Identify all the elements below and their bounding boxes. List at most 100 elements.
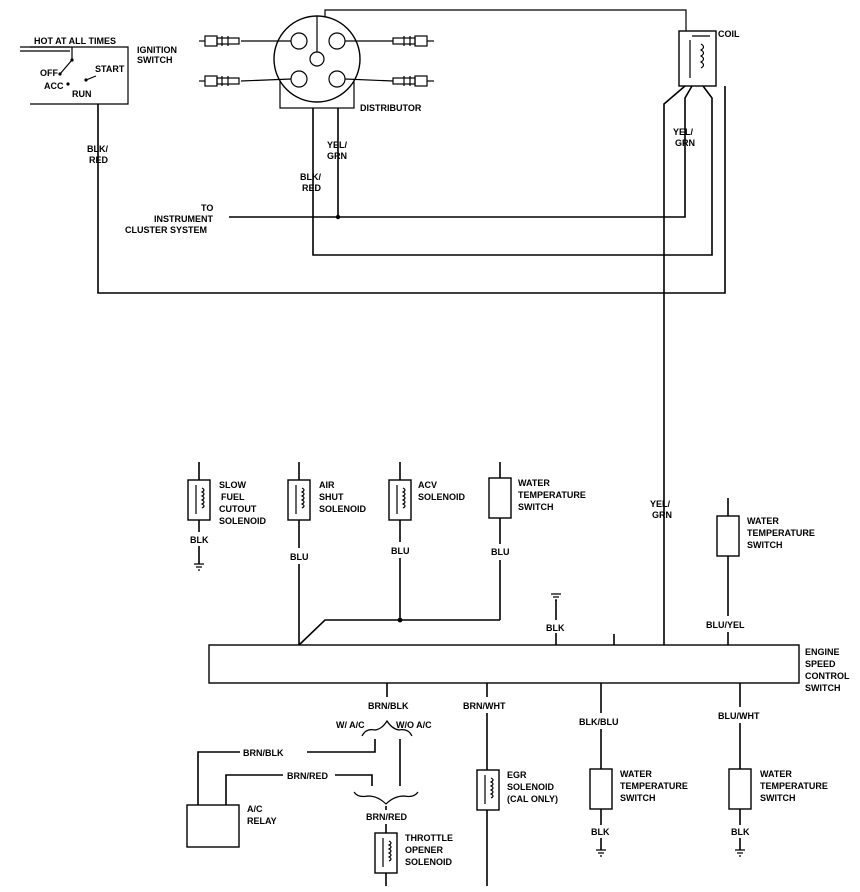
water-temp-right-label-3: SWITCH bbox=[747, 540, 783, 550]
water-temp-right-label-1: WATER bbox=[747, 516, 779, 526]
instrument-label: INSTRUMENT bbox=[154, 214, 213, 224]
brn-red-relay-wire bbox=[225, 774, 283, 805]
water-temperature-switch-right bbox=[716, 498, 740, 645]
throttle-label-3: SOLENOID bbox=[405, 857, 453, 867]
ac-relay-label-2: RELAY bbox=[247, 816, 277, 826]
yel-grn-label-dist-1: YEL/ bbox=[327, 140, 348, 150]
esc-label-3: CONTROL bbox=[805, 671, 850, 681]
brn-red-label-center: BRN/RED bbox=[366, 812, 408, 822]
yel-grn-label-low-2: GRN bbox=[652, 510, 672, 520]
engine-speed-control-switch bbox=[208, 644, 800, 684]
coil-high-tension-lead bbox=[324, 9, 687, 31]
spark-plug-icon bbox=[199, 35, 240, 47]
brn-blk-relay-wire bbox=[197, 751, 240, 805]
water-temp-top-label-3: SWITCH bbox=[518, 502, 554, 512]
spark-plug-icon bbox=[199, 75, 240, 87]
ignition-label: IGNITION bbox=[137, 45, 177, 55]
acv-label-1: ACV bbox=[418, 480, 437, 490]
blk-label-bottom-left: BLK bbox=[591, 827, 610, 837]
blk-red-label-left-2: RED bbox=[89, 155, 109, 165]
wo-ac-label: W/O A/C bbox=[396, 720, 432, 730]
brn-red-brace bbox=[353, 791, 419, 805]
brn-blk-label-center: BRN/BLK bbox=[368, 701, 409, 711]
off-label: OFF bbox=[40, 68, 58, 78]
coil-label: COIL bbox=[718, 29, 740, 39]
blu-label-acv: BLU bbox=[391, 546, 410, 556]
blk-red-label-dist-1: BLK/ bbox=[300, 172, 321, 182]
esc-label-2: SPEED bbox=[805, 659, 836, 669]
egr-label-3: (CAL ONLY) bbox=[507, 794, 558, 804]
water-temp-br-label-2: TEMPERATURE bbox=[760, 781, 828, 791]
run-label: RUN bbox=[72, 89, 92, 99]
slow-fuel-label-3: CUTOUT bbox=[219, 504, 257, 514]
instrument-to-label: TO bbox=[201, 203, 213, 213]
water-temp-br-label-3: SWITCH bbox=[760, 793, 796, 803]
yel-grn-label-low-1: YEL/ bbox=[650, 499, 671, 509]
brn-wht-label: BRN/WHT bbox=[463, 701, 506, 711]
egr-label-1: EGR bbox=[507, 770, 527, 780]
acv-label-2: SOLENOID bbox=[418, 492, 466, 502]
yel-grn-instrument-wire bbox=[338, 85, 693, 218]
air-shut-label-1: AIR bbox=[319, 480, 335, 490]
spark-plug-icon bbox=[392, 75, 434, 87]
air-shut-label-3: SOLENOID bbox=[319, 504, 367, 514]
water-temperature-switch-bottom-right bbox=[728, 683, 752, 857]
ac-relay bbox=[186, 804, 240, 848]
blu-wht-label: BLU/WHT bbox=[718, 711, 760, 721]
air-shut-label-2: SHUT bbox=[319, 492, 344, 502]
w-ac-brace bbox=[361, 719, 413, 737]
acc-label: ACC bbox=[44, 81, 64, 91]
w-ac-label: W/ A/C bbox=[336, 720, 365, 730]
blk-red-distributor-wire bbox=[312, 85, 713, 256]
blk-label-slow-fuel: BLK bbox=[190, 535, 209, 545]
blk-red-label-dist-2: RED bbox=[302, 183, 322, 193]
throttle-label-2: OPENER bbox=[405, 845, 444, 855]
blu-junction-wire bbox=[298, 619, 500, 646]
yel-grn-label-dist-2: GRN bbox=[327, 151, 347, 161]
throttle-opener-solenoid bbox=[374, 824, 398, 886]
blu-yel-label: BLU/YEL bbox=[706, 620, 745, 630]
ignition-switch: HOT AT ALL TIMES IGNITION SWITCH OFF ACC… bbox=[20, 36, 177, 105]
water-temperature-switch-top bbox=[488, 462, 512, 620]
throttle-label-1: THROTTLE bbox=[405, 833, 453, 843]
egr-solenoid bbox=[476, 769, 500, 811]
blu-label-water-top: BLU bbox=[491, 547, 510, 557]
cluster-system-label: CLUSTER SYSTEM bbox=[125, 225, 207, 235]
water-temp-bl-label-1: WATER bbox=[620, 769, 652, 779]
water-temp-br-label-1: WATER bbox=[760, 769, 792, 779]
blu-label-air-shut: BLU bbox=[290, 552, 309, 562]
brn-red-ac-wire bbox=[335, 774, 373, 786]
yel-grn-label-top-1: YEL/ bbox=[673, 127, 694, 137]
blk-blu-label: BLK/BLU bbox=[579, 717, 619, 727]
distributor-label: DISTRIBUTOR bbox=[360, 103, 422, 113]
coil: COIL bbox=[678, 29, 740, 87]
water-temp-top-label-1: WATER bbox=[518, 478, 550, 488]
water-temp-bl-label-3: SWITCH bbox=[620, 793, 656, 803]
blk-red-label-left-1: BLK/ bbox=[87, 144, 108, 154]
ac-relay-label-1: A/C bbox=[247, 804, 263, 814]
start-label: START bbox=[95, 64, 125, 74]
brn-blk-label-left: BRN/BLK bbox=[243, 748, 284, 758]
brn-red-label-left: BRN/RED bbox=[287, 771, 329, 781]
brn-blk-ac-wire bbox=[307, 739, 376, 753]
esc-label-4: SWITCH bbox=[805, 683, 841, 693]
slow-fuel-label-1: SLOW bbox=[219, 480, 247, 490]
ground-icon bbox=[551, 593, 561, 645]
esc-label-1: ENGINE bbox=[805, 647, 840, 657]
ignition-switch-label: SWITCH bbox=[137, 55, 173, 65]
water-temp-top-label-2: TEMPERATURE bbox=[518, 490, 586, 500]
yel-grn-main-wire bbox=[663, 85, 686, 645]
distributor: DISTRIBUTOR bbox=[240, 15, 422, 113]
slow-fuel-label-4: SOLENOID bbox=[219, 516, 267, 526]
blk-red-ignition-wire bbox=[97, 86, 726, 294]
air-shut-solenoid bbox=[287, 462, 311, 645]
water-temp-bl-label-2: TEMPERATURE bbox=[620, 781, 688, 791]
egr-label-2: SOLENOID bbox=[507, 782, 555, 792]
water-temperature-switch-bottom-left bbox=[589, 683, 613, 857]
yel-grn-label-top-2: GRN bbox=[675, 138, 695, 148]
hot-at-all-times-label: HOT AT ALL TIMES bbox=[34, 36, 116, 46]
blk-label-bottom-right: BLK bbox=[731, 827, 750, 837]
slow-fuel-cutout-solenoid bbox=[187, 462, 211, 571]
slow-fuel-label-2: FUEL bbox=[221, 492, 245, 502]
